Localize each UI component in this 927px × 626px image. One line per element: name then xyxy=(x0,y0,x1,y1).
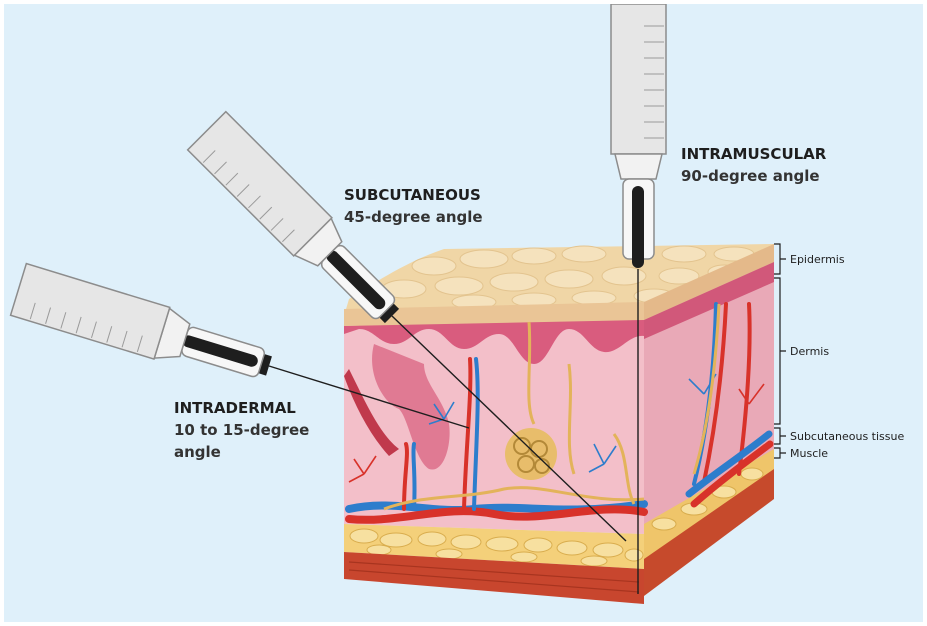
subcutaneous-title: SUBCUTANEOUS xyxy=(344,186,481,204)
intradermal-angle-line2: angle xyxy=(174,443,221,461)
layer-label-subcutaneous: Subcutaneous tissue xyxy=(790,430,904,443)
intradermal-angle-line1: 10 to 15-degree xyxy=(174,421,309,439)
skin-injection-diagram: SUBCUTANEOUS 45-degree angle INTRAMUSCUL… xyxy=(4,4,923,622)
intramuscular-title: INTRAMUSCULAR xyxy=(681,145,827,163)
diagram-panel: SUBCUTANEOUS 45-degree angle INTRAMUSCUL… xyxy=(4,4,923,622)
subcutaneous-angle: 45-degree angle xyxy=(344,208,483,226)
layer-label-muscle: Muscle xyxy=(790,447,828,460)
layer-label-dermis: Dermis xyxy=(790,345,829,358)
layer-label-epidermis: Epidermis xyxy=(790,253,845,266)
intramuscular-angle: 90-degree angle xyxy=(681,167,820,185)
intradermal-title: INTRADERMAL xyxy=(174,399,296,417)
sweat-gland xyxy=(505,428,557,480)
